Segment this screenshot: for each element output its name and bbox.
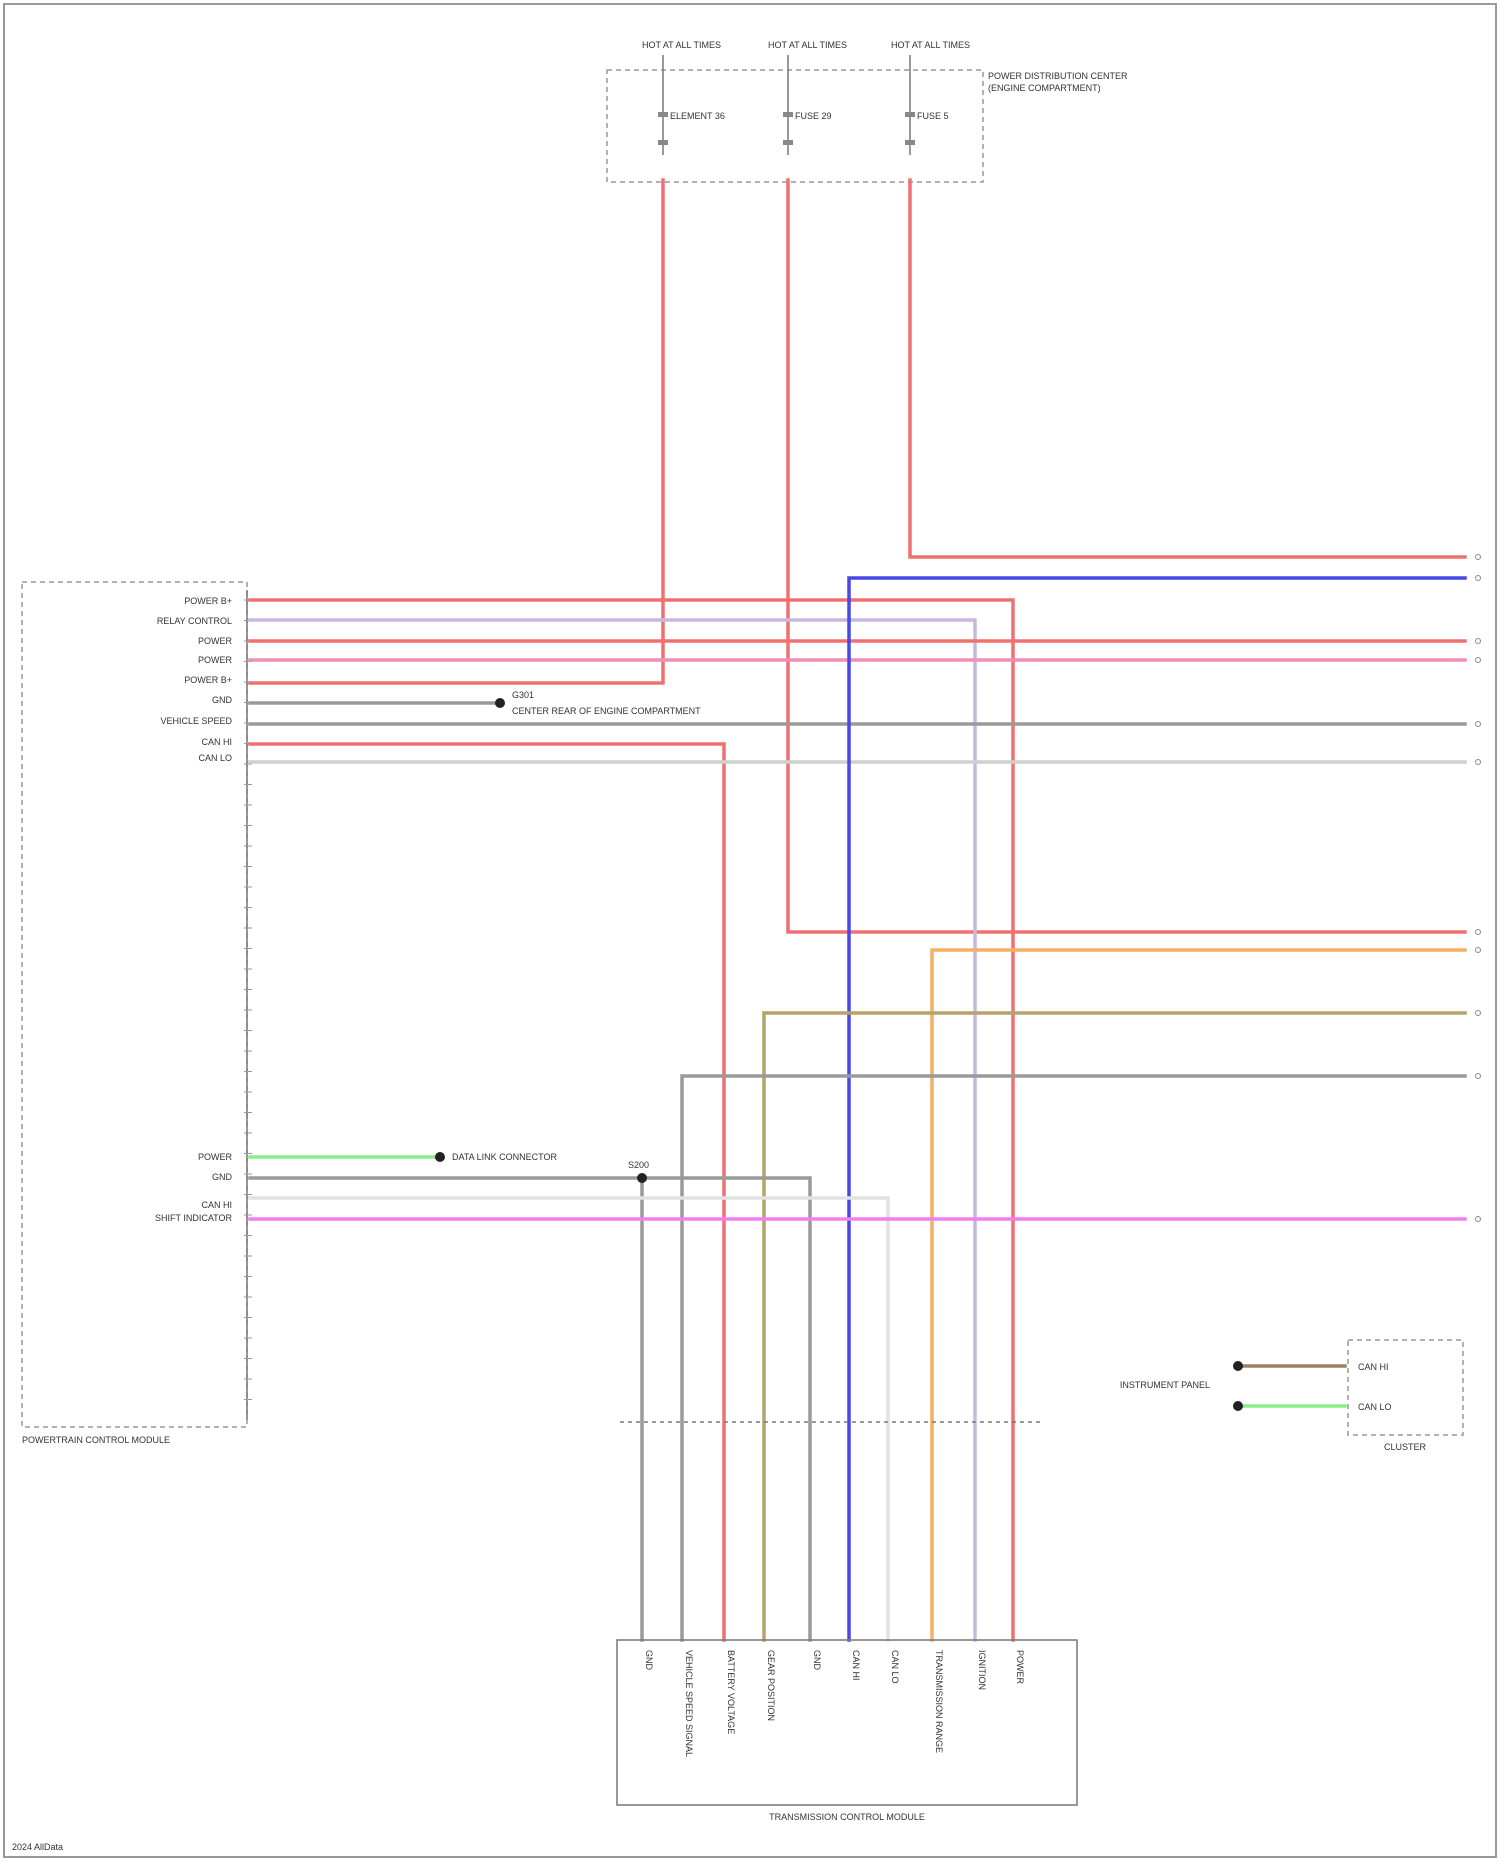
wire-pcm1-red [250, 600, 1013, 1640]
wire-pcm11-gray [250, 1178, 810, 1640]
pcm-pin-ticks [244, 600, 252, 1400]
splice-top-label: G301 [512, 690, 534, 700]
pcm-pin-5: POWER B+ [184, 675, 232, 685]
cluster-pin-2: CAN LO [1358, 1402, 1392, 1412]
wire-pcm2-lavender [250, 620, 975, 1640]
wire-blue [849, 578, 1465, 1640]
pdm-label: POWER DISTRIBUTION CENTER (ENGINE COMPAR… [988, 70, 1138, 94]
cluster-pin-1: CAN HI [1358, 1362, 1389, 1372]
watermark: 2024 AllData [12, 1842, 63, 1852]
tcm-pin-3: BATTERY VOLTAGE [726, 1650, 736, 1734]
pcm-pin-11: GND [212, 1172, 233, 1182]
cluster-dot-1 [1233, 1361, 1243, 1371]
right-terminal [1476, 760, 1481, 765]
cluster-label: CLUSTER [1384, 1442, 1427, 1452]
right-edge-terminals [1476, 555, 1481, 1222]
pcm-pin-7: VEHICLE SPEED [160, 716, 232, 726]
right-terminal [1476, 555, 1481, 560]
cluster-dot-2 [1233, 1401, 1243, 1411]
tcm-pin-10: POWER [1015, 1650, 1025, 1685]
splice-top-desc: CENTER REAR OF ENGINE COMPARTMENT [512, 706, 701, 716]
powertrain-control-module: POWERTRAIN CONTROL MODULE POWER B+ RELAY… [22, 582, 252, 1445]
wire-fuse1-red [250, 180, 663, 683]
pcm-pin-1: POWER B+ [184, 596, 232, 606]
fuse-1: HOT AT ALL TIMES ELEMENT 36 [642, 40, 725, 155]
pcm-pin-13: SHIFT INDICATOR [155, 1213, 233, 1223]
tcm-pin-9: IGNITION [977, 1650, 987, 1690]
right-terminal [1476, 639, 1481, 644]
pcm-pin-6: GND [212, 695, 233, 705]
splice-dot-top [495, 698, 505, 708]
power-distribution-module: HOT AT ALL TIMES ELEMENT 36 HOT AT ALL T… [607, 40, 1138, 182]
right-terminal [1476, 722, 1481, 727]
fuse-2-name: FUSE 29 [795, 111, 832, 121]
fuse-2-label: HOT AT ALL TIMES [768, 40, 847, 50]
wire-pcm8-red [250, 744, 724, 1640]
tcm-pin-4: GEAR POSITION [766, 1650, 776, 1721]
pcm-pin-labels: POWER B+ RELAY CONTROL POWER POWER POWER… [155, 596, 233, 1223]
wires [250, 180, 1465, 1640]
cluster-side-label: INSTRUMENT PANEL [1120, 1380, 1210, 1390]
pcm-pin-12: CAN HI [201, 1200, 232, 1210]
pcm-pin-10: POWER [198, 1152, 233, 1162]
instrument-cluster: CAN HI CAN LO CLUSTER INSTRUMENT PANEL [1120, 1340, 1463, 1452]
fuse-2: HOT AT ALL TIMES FUSE 29 [768, 40, 847, 155]
pcm-pin-3: POWER [198, 636, 233, 646]
fuse-3-name: FUSE 5 [917, 111, 949, 121]
wire-olive [764, 1013, 1465, 1640]
pcm-pin-2: RELAY CONTROL [157, 616, 232, 626]
tcm-pin-6: CAN HI [851, 1650, 861, 1681]
tcm-pin-5: GND [812, 1650, 822, 1671]
tcm-label: TRANSMISSION CONTROL MODULE [769, 1812, 925, 1822]
right-terminal [1476, 1217, 1481, 1222]
fuse-3-label: HOT AT ALL TIMES [891, 40, 970, 50]
splice-mid-label: DATA LINK CONNECTOR [452, 1152, 558, 1162]
right-terminal [1476, 948, 1481, 953]
pcm-label: POWERTRAIN CONTROL MODULE [22, 1435, 170, 1445]
splice-dot-bottom [637, 1173, 647, 1183]
right-terminal [1476, 1074, 1481, 1079]
transmission-control-module: TRANSMISSION CONTROL MODULE GND VEHICLE S… [617, 1640, 1077, 1822]
pcm-pin-8: CAN HI [201, 737, 232, 747]
pcm-pin-9: CAN LO [198, 753, 232, 763]
pcm-pin-4: POWER [198, 655, 233, 665]
tcm-pin-2: VEHICLE SPEED SIGNAL [684, 1650, 694, 1757]
tcm-pin-8: TRANSMISSION RANGE [934, 1650, 944, 1753]
fuse-1-label: HOT AT ALL TIMES [642, 40, 721, 50]
right-terminal [1476, 1011, 1481, 1016]
tcm-pin-7: CAN LO [890, 1650, 900, 1684]
tcm-pin-labels: GND VEHICLE SPEED SIGNAL BATTERY VOLTAGE GE… [644, 1650, 1025, 1757]
wire-gray [682, 1076, 1465, 1640]
fuse-3: HOT AT ALL TIMES FUSE 5 [891, 40, 970, 155]
right-terminal [1476, 576, 1481, 581]
fuse-1-name: ELEMENT 36 [670, 111, 725, 121]
right-terminal [1476, 930, 1481, 935]
tcm-pin-1: GND [644, 1650, 654, 1671]
right-terminal [1476, 658, 1481, 663]
splice-bottom-label: S200 [628, 1160, 649, 1170]
wire-pcm12-lightgray [250, 1198, 888, 1640]
splice-dot-mid [435, 1152, 445, 1162]
wire-fuse3-red [910, 180, 1465, 557]
